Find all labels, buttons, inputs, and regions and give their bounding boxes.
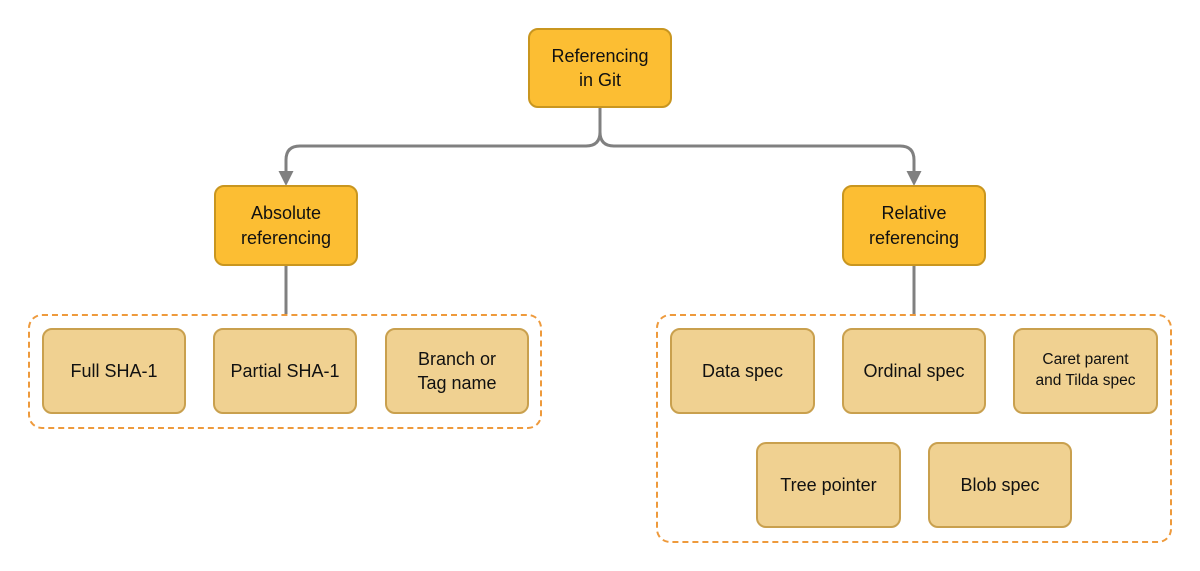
root-label: Referencing in Git (551, 45, 649, 90)
blob-spec-label: Blob spec (960, 474, 1040, 495)
caret-parent-tilda-spec-node: Caret parent and Tilda spec (1013, 328, 1158, 414)
data-spec-label: Data spec (701, 360, 784, 381)
tree-pointer-node: Tree pointer (756, 442, 901, 528)
branch-or-tag-name-label: Branch or Tag name (417, 348, 497, 393)
relative-leaves-group (656, 314, 1172, 543)
full-sha1-label: Full SHA-1 (70, 360, 158, 381)
full-sha1-node: Full SHA-1 (42, 328, 186, 414)
branch-or-tag-name-node: Branch or Tag name (385, 328, 529, 414)
tree-pointer-label: Tree pointer (780, 474, 877, 495)
partial-sha1-node: Partial SHA-1 (213, 328, 357, 414)
absolute-referencing-label: Absolute referencing (240, 203, 332, 248)
ordinal-spec-node: Ordinal spec (842, 328, 986, 414)
connector-root-to-absolute (278, 108, 602, 186)
relative-referencing-node: Relative referencing (842, 185, 986, 266)
data-spec-node: Data spec (670, 328, 815, 414)
ordinal-spec-label: Ordinal spec (863, 360, 965, 381)
root-node: Referencing in Git (528, 28, 672, 108)
connector-root-to-relative (598, 131, 922, 186)
caret-parent-tilda-spec-label: Caret parent and Tilda spec (1035, 351, 1136, 389)
relative-referencing-label: Relative referencing (868, 203, 960, 248)
absolute-leaves-group (28, 314, 542, 429)
absolute-referencing-node: Absolute referencing (214, 185, 358, 266)
blob-spec-node: Blob spec (928, 442, 1072, 528)
partial-sha1-label: Partial SHA-1 (230, 360, 340, 381)
